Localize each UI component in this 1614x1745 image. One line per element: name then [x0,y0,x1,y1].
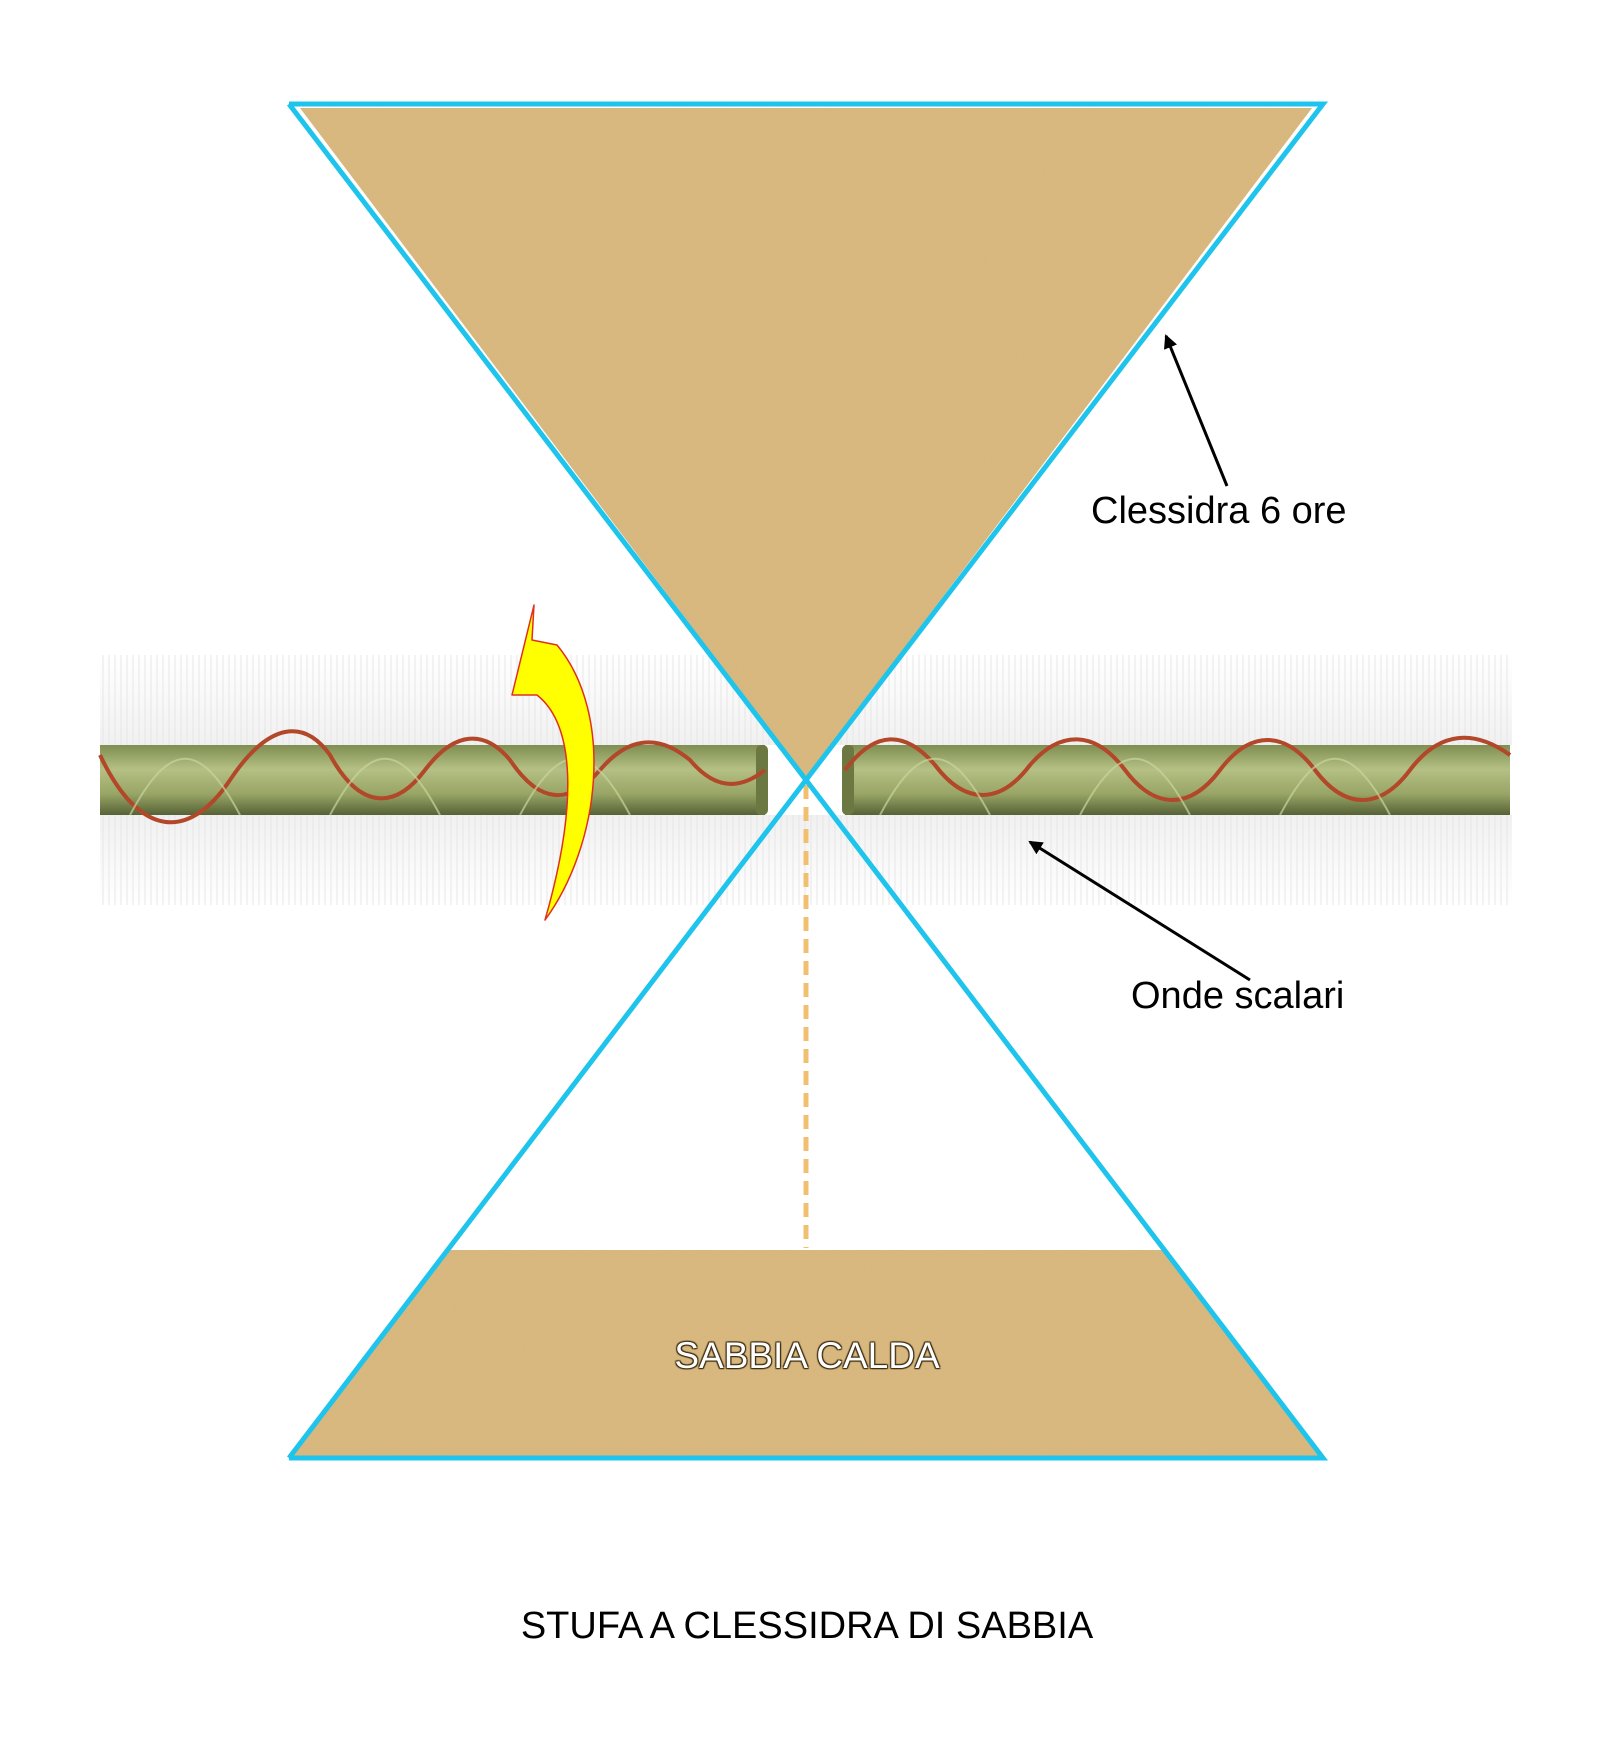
hourglass-outline [287,101,1329,1461]
lower-sand [292,1250,1320,1456]
coil-left [98,729,767,825]
scalar-wave-tube-left [98,729,768,825]
hourglass-label: Clessidra 6 ore [1091,490,1347,532]
rotation-arrow-icon [511,604,595,921]
coil-right [843,735,1512,802]
upper-sand [300,108,1312,778]
pointer-arrow-icon [1028,840,1251,982]
pointer-arrow-icon [1164,334,1229,487]
scalar-wave-tube-right [842,735,1512,816]
hot-sand-label: SABBIA CALDA [674,1335,940,1376]
scalar-waves-label: Onde scalari [1131,975,1345,1017]
figure-caption: STUFA A CLESSIDRA DI SABBIA [520,1605,1094,1647]
